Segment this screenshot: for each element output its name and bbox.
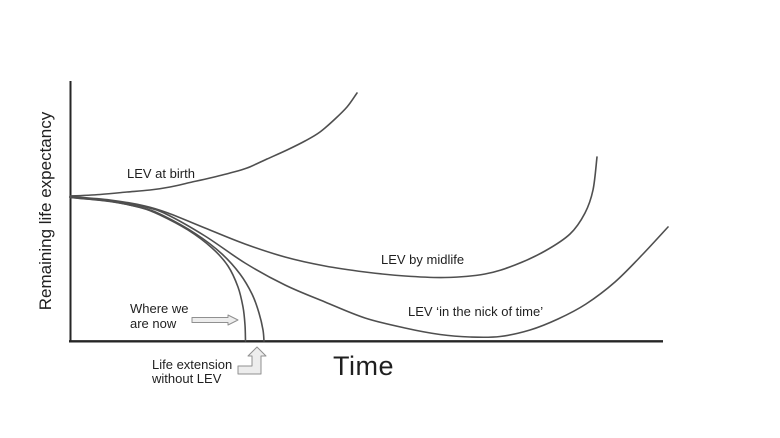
curve-label-lev-at-birth: LEV at birth — [127, 166, 195, 181]
y-axis-label: Remaining life expectancy — [36, 111, 55, 311]
curve-no-lev-outer — [69, 196, 265, 342]
annotation-life-extension-line2: without LEV — [152, 371, 222, 386]
curve-label-lev-nick-of-time: LEV ‘in the nick of time’ — [408, 304, 544, 319]
where-we-are-now-arrow-icon — [191, 314, 239, 326]
curve-lev-nick-of-time — [69, 196, 669, 339]
annotation-where-we-are-now-line1: Where we — [130, 301, 189, 316]
annotation-where-we-are-now-line2: are now — [130, 316, 177, 331]
life-extension-elbow-arrow-icon — [237, 346, 267, 375]
curve-label-lev-by-midlife: LEV by midlife — [381, 252, 465, 267]
x-axis-label: Time — [333, 351, 394, 381]
curve-lev-by-midlife — [69, 156, 598, 279]
curve-lev-at-birth — [69, 92, 358, 197]
annotation-life-extension-line1: Life extension — [152, 357, 233, 372]
